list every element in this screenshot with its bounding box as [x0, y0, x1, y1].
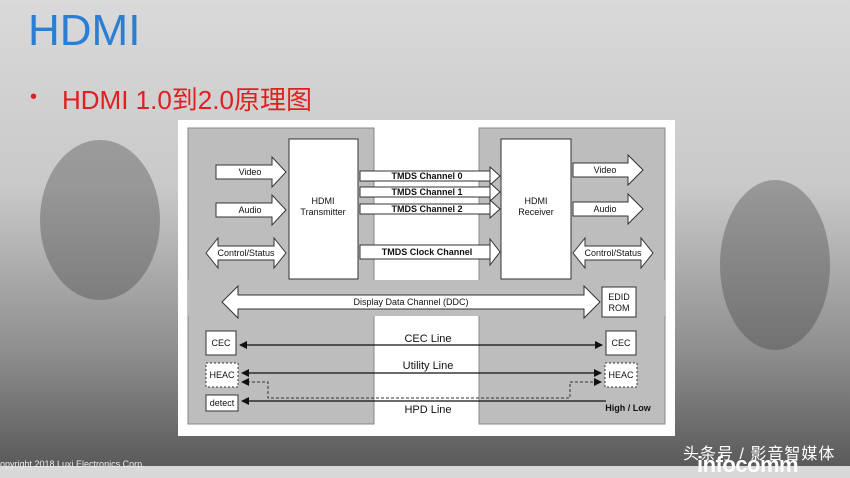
receiver-label-2: Receiver	[518, 207, 554, 217]
audio-out-label: Audio	[593, 204, 616, 214]
source-watermark: 头条号 / 影音智媒体	[683, 446, 836, 463]
control-status-left-arrow	[205, 236, 287, 270]
tmds-channel-0-label: TMDS Channel 0	[391, 171, 462, 181]
ddc-label: Display Data Channel (DDC)	[353, 297, 468, 307]
transmitter-label-2: Transmitter	[300, 207, 345, 217]
tmds-channel-0-arrowhead	[489, 165, 501, 187]
hpd-line-label: HPD Line	[404, 404, 451, 416]
hdmi-transmitter-box	[288, 138, 359, 280]
control-status-right-label: Control/Status	[584, 248, 642, 258]
cec-right-box	[605, 330, 637, 356]
heac-left-label: HEAC	[209, 370, 235, 380]
hdmi-receiver-box	[500, 138, 572, 280]
slide-title: HDMI	[28, 6, 141, 55]
bullet-text: HDMI 1.0到2.0原理图	[62, 85, 312, 115]
heac-right-box	[604, 362, 638, 388]
tmds-channel-2-label: TMDS Channel 2	[391, 204, 462, 214]
heac-left-box	[205, 362, 239, 388]
detect-label: detect	[210, 398, 235, 408]
infocomm-logo: infocomm	[697, 452, 799, 477]
video-in-arrow	[215, 155, 287, 189]
audio-out-arrow	[572, 192, 644, 226]
cec-left-label: CEC	[211, 338, 231, 348]
audio-in-arrow	[215, 193, 287, 227]
video-out-arrow	[572, 153, 644, 187]
cec-right-label: CEC	[611, 338, 631, 348]
copyright-footer: opyright 2018 Luxi Electronics Corp.	[0, 459, 145, 469]
tmds-channel-2-arrowhead	[489, 198, 501, 220]
hdmi-diagram: HDMI Transmitter HDMI Receiver Video Aud…	[187, 127, 666, 425]
video-out-label: Video	[594, 165, 617, 175]
cec-left-box	[205, 330, 237, 356]
edid-label-2: ROM	[609, 303, 630, 313]
hpd-dashed-path	[241, 378, 602, 399]
high-low-label: High / Low	[605, 403, 651, 413]
detect-box	[205, 394, 239, 412]
audio-in-label: Audio	[238, 205, 261, 215]
ddc-arrow	[221, 284, 601, 320]
control-status-right-arrow	[572, 236, 654, 270]
hdmi-diagram-panel: HDMI Transmitter HDMI Receiver Video Aud…	[178, 120, 675, 436]
utility-line-label: Utility Line	[403, 360, 454, 372]
edid-rom-box	[601, 286, 637, 318]
transmitter-label-1: HDMI	[312, 196, 335, 206]
tmds-clock-label: TMDS Clock Channel	[382, 247, 473, 257]
background-shape	[40, 140, 160, 300]
background-shape	[720, 180, 830, 350]
video-in-label: Video	[239, 167, 262, 177]
receiver-label-1: HDMI	[525, 196, 548, 206]
cec-line-label: CEC Line	[404, 333, 451, 345]
tmds-channel-1-arrowhead	[489, 181, 501, 203]
edid-label-1: EDID	[608, 292, 630, 302]
bullet-icon: •	[30, 86, 38, 108]
heac-right-label: HEAC	[608, 370, 634, 380]
tmds-channel-1-label: TMDS Channel 1	[391, 187, 462, 197]
control-status-left-label: Control/Status	[217, 248, 275, 258]
tmds-clock-arrowhead	[489, 237, 501, 267]
